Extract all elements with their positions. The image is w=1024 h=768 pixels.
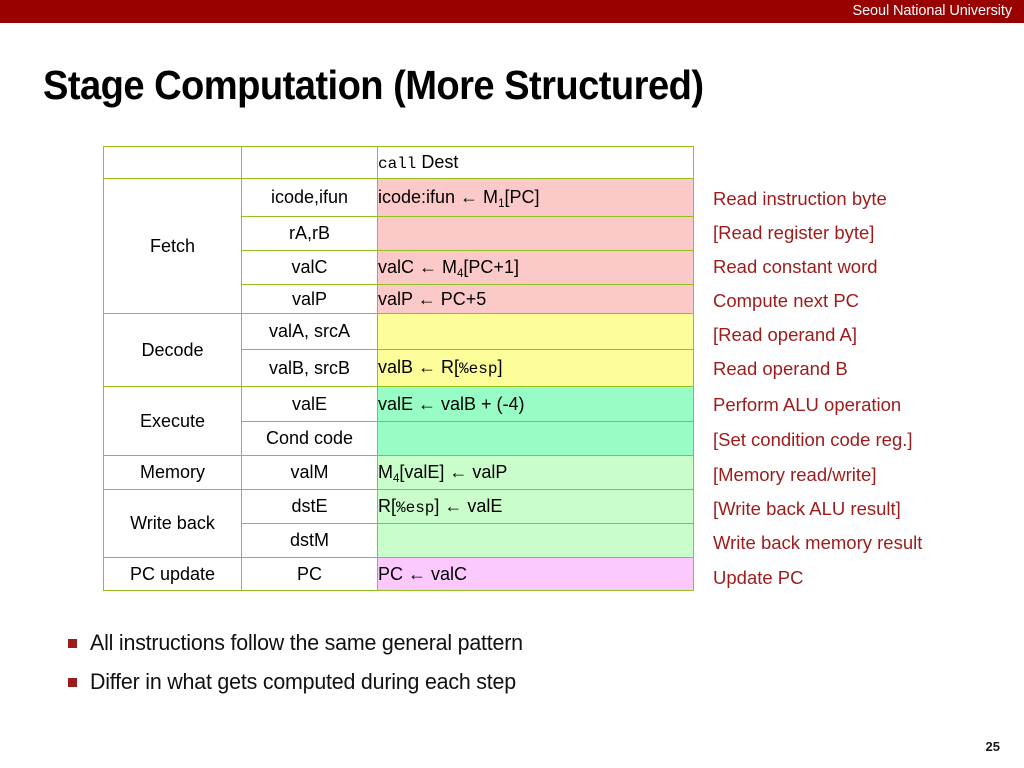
stage-annotation: Perform ALU operation (713, 394, 902, 415)
computation-cell (377, 216, 694, 251)
stage-annotation: [Write back ALU result] (713, 498, 901, 519)
signal-name-cell: valA, srcA (241, 313, 378, 350)
bullet-item: Differ in what gets computed during each… (68, 669, 768, 695)
computation-cell: valE ← valB + (-4) (377, 386, 694, 422)
stage-annotation: Read operand B (713, 358, 848, 379)
stage-annotation: Compute next PC (713, 290, 860, 311)
table-row: dstM (104, 523, 694, 558)
signal-name-cell: valM (241, 455, 378, 490)
page-number: 25 (985, 739, 1000, 754)
signal-name-cell: PC (241, 557, 378, 591)
computation-cell: icode:ifun ← M1[PC] (377, 178, 694, 217)
signal-name-cell: valE (241, 386, 378, 422)
computation-cell (377, 421, 694, 456)
bullet-item: All instructions follow the same general… (68, 630, 768, 656)
stage-name-cell: PC update (103, 557, 242, 591)
stage-annotation: Read constant word (713, 256, 878, 277)
signal-name-cell: dstM (241, 523, 378, 558)
stage-name-cell: Execute (103, 386, 242, 456)
signal-name-cell: Cond code (241, 421, 378, 456)
stage-name-cell: Decode (103, 313, 242, 387)
signal-name-cell: rA,rB (241, 216, 378, 251)
computation-cell: valB ← R[%esp] (377, 349, 694, 387)
computation-cell: valC ← M4[PC+1] (377, 250, 694, 285)
signal-name-cell: valB, srcB (241, 349, 378, 387)
computation-cell (377, 523, 694, 558)
computation-cell (377, 313, 694, 350)
table-row: rA,rB (104, 216, 694, 251)
stage-annotation: [Memory read/write] (713, 464, 877, 485)
stage-name-cell: Write back (103, 489, 242, 558)
bullet-text: All instructions follow the same general… (90, 630, 523, 655)
stage-annotation: Read instruction byte (713, 188, 887, 209)
bullet-text: Differ in what gets computed during each… (90, 669, 516, 694)
computation-cell: R[%esp] ← valE (377, 489, 694, 524)
stage-annotation: Update PC (713, 567, 804, 588)
bullet-square-icon (68, 639, 77, 648)
signal-name-cell: icode,ifun (241, 178, 378, 217)
signal-name-cell: valC (241, 250, 378, 285)
stage-annotation: Write back memory result (713, 532, 923, 553)
bullet-square-icon (68, 678, 77, 687)
instruction-header-cell: call Dest (377, 146, 694, 179)
computation-cell: M4[valE] ← valP (377, 455, 694, 490)
header-blank-stage (103, 146, 242, 179)
instruction-mnemonic: call (378, 154, 417, 173)
stage-annotation: [Read operand A] (713, 324, 857, 345)
stage-annotation: [Set condition code reg.] (713, 429, 913, 450)
stage-annotation: [Read register byte] (713, 222, 875, 243)
table-header-row: call Dest (103, 146, 694, 179)
stage-name-cell: Fetch (103, 178, 242, 314)
instruction-operand: Dest (416, 151, 459, 172)
university-name: Seoul National University (852, 3, 1013, 19)
header-blank-signal (241, 146, 378, 179)
signal-name-cell: dstE (241, 489, 378, 524)
stage-name-cell: Memory (103, 455, 242, 490)
computation-cell: valP ← PC+5 (377, 284, 694, 314)
table-row: Cond code (104, 421, 694, 456)
bullet-list: All instructions follow the same general… (68, 630, 768, 708)
computation-cell: PC ← valC (377, 557, 694, 591)
signal-name-cell: valP (241, 284, 378, 314)
top-banner: Seoul National University (0, 0, 1024, 23)
page-title: Stage Computation (More Structured) (43, 62, 704, 108)
